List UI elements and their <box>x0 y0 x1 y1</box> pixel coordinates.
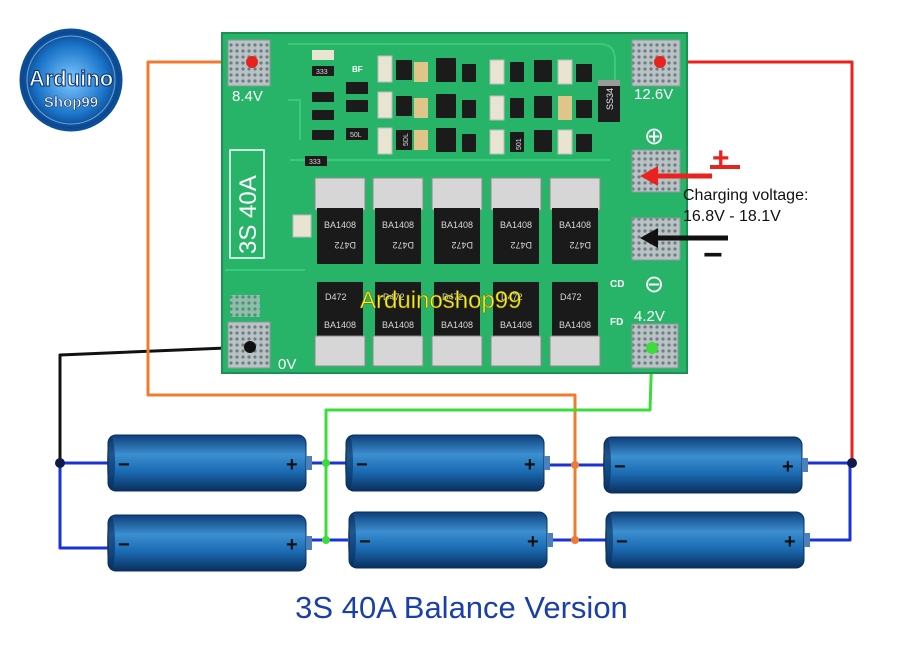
cd-label: CD <box>610 279 624 290</box>
board-watermark: Arduinoshop99 <box>360 287 521 314</box>
label-0v: 0V <box>278 356 296 373</box>
svg-text:D472: D472 <box>392 240 414 250</box>
battery-minus-label: − <box>359 531 371 553</box>
svg-text:D472: D472 <box>569 240 591 250</box>
orange-wire <box>146 60 577 540</box>
svg-text:50L: 50L <box>350 132 362 139</box>
black-wire <box>58 345 251 463</box>
logo: Arduino Shop99 <box>19 28 123 132</box>
svg-text:D472: D472 <box>510 240 532 250</box>
svg-text:BA1408: BA1408 <box>324 220 356 230</box>
red-wire <box>660 60 854 463</box>
battery-cell-3: −+ <box>603 436 808 494</box>
battery-minus-label: − <box>118 534 130 556</box>
svg-text:BF: BF <box>352 65 363 74</box>
wiring <box>58 60 854 550</box>
board-label: 3S 40A <box>235 175 262 254</box>
svg-text:BA1408: BA1408 <box>559 320 591 330</box>
svg-text:D472: D472 <box>442 292 464 302</box>
plus-symbol: ⊕ <box>644 123 664 150</box>
fd-label: FD <box>610 317 623 328</box>
pad-0v <box>227 321 271 369</box>
battery-minus-label: − <box>118 454 130 476</box>
svg-text:D472: D472 <box>334 240 356 250</box>
svg-text:BA1408: BA1408 <box>324 320 356 330</box>
svg-text:D472: D472 <box>451 240 473 250</box>
svg-text:BA1408: BA1408 <box>441 220 473 230</box>
svg-text:D472: D472 <box>383 292 405 302</box>
diagram-caption: 3S 40A Balance Version <box>295 590 628 625</box>
battery-minus-label: − <box>616 531 628 553</box>
svg-text:BA1408: BA1408 <box>500 220 532 230</box>
svg-text:BA1408: BA1408 <box>382 220 414 230</box>
svg-text:5DL: 5DL <box>403 133 410 146</box>
svg-text:D472: D472 <box>501 292 523 302</box>
pcb-board: 8.4V 12.6V 0V 4.2V ⊕ ⊖ CD FD 3S 40A SS34… <box>221 32 688 374</box>
junctions <box>55 458 857 544</box>
svg-text:333: 333 <box>309 159 321 166</box>
battery-minus-label: − <box>614 456 626 478</box>
green-wire <box>324 347 654 540</box>
battery-pack: −+−+−+−+−+−+ <box>107 434 810 572</box>
label-12-6v: 12.6V <box>634 86 673 103</box>
battery-plus-label: + <box>527 531 539 553</box>
diode: SS34 <box>598 80 620 122</box>
battery-plus-label: + <box>286 454 298 476</box>
svg-text:BA1408: BA1408 <box>441 320 473 330</box>
charging-minus: − <box>703 236 723 274</box>
svg-text:501: 501 <box>516 138 523 150</box>
svg-text:SS34: SS34 <box>605 88 615 110</box>
battery-plus-label: + <box>784 531 796 553</box>
charging-voltage-range: 16.8V - 18.1V <box>683 208 781 225</box>
battery-cell-1: −+ <box>107 434 312 492</box>
label-8-4v: 8.4V <box>232 88 263 105</box>
label-4-2v: 4.2V <box>634 308 665 325</box>
battery-cell-2: −+ <box>345 434 550 492</box>
battery-cell-6: −+ <box>605 511 810 569</box>
svg-text:BA1408: BA1408 <box>559 220 591 230</box>
svg-text:D472: D472 <box>560 292 582 302</box>
charging-plus: + <box>712 142 730 175</box>
charging-voltage-title: Charging voltage: <box>683 187 808 204</box>
logo-text-top: Arduino <box>29 66 113 91</box>
battery-plus-label: + <box>286 534 298 556</box>
charging-annotation: + − Charging voltage: 16.8V - 18.1V <box>640 142 808 274</box>
svg-text:333: 333 <box>316 69 328 76</box>
battery-plus-label: + <box>782 456 794 478</box>
mosfets: BA1408D472BA1408D472BA1408D472BA1408D472… <box>314 177 601 367</box>
svg-text:D472: D472 <box>325 292 347 302</box>
battery-cell-4: −+ <box>107 514 312 572</box>
minus-symbol: ⊖ <box>644 271 664 298</box>
svg-text:BA1408: BA1408 <box>382 320 414 330</box>
smd-components: 333 BF 333 50L 5DL <box>292 50 592 238</box>
svg-text:BA1408: BA1408 <box>500 320 532 330</box>
logo-text-bottom: Shop99 <box>44 94 98 111</box>
battery-minus-label: − <box>356 454 368 476</box>
battery-plus-label: + <box>524 454 536 476</box>
battery-cell-5: −+ <box>348 511 553 569</box>
